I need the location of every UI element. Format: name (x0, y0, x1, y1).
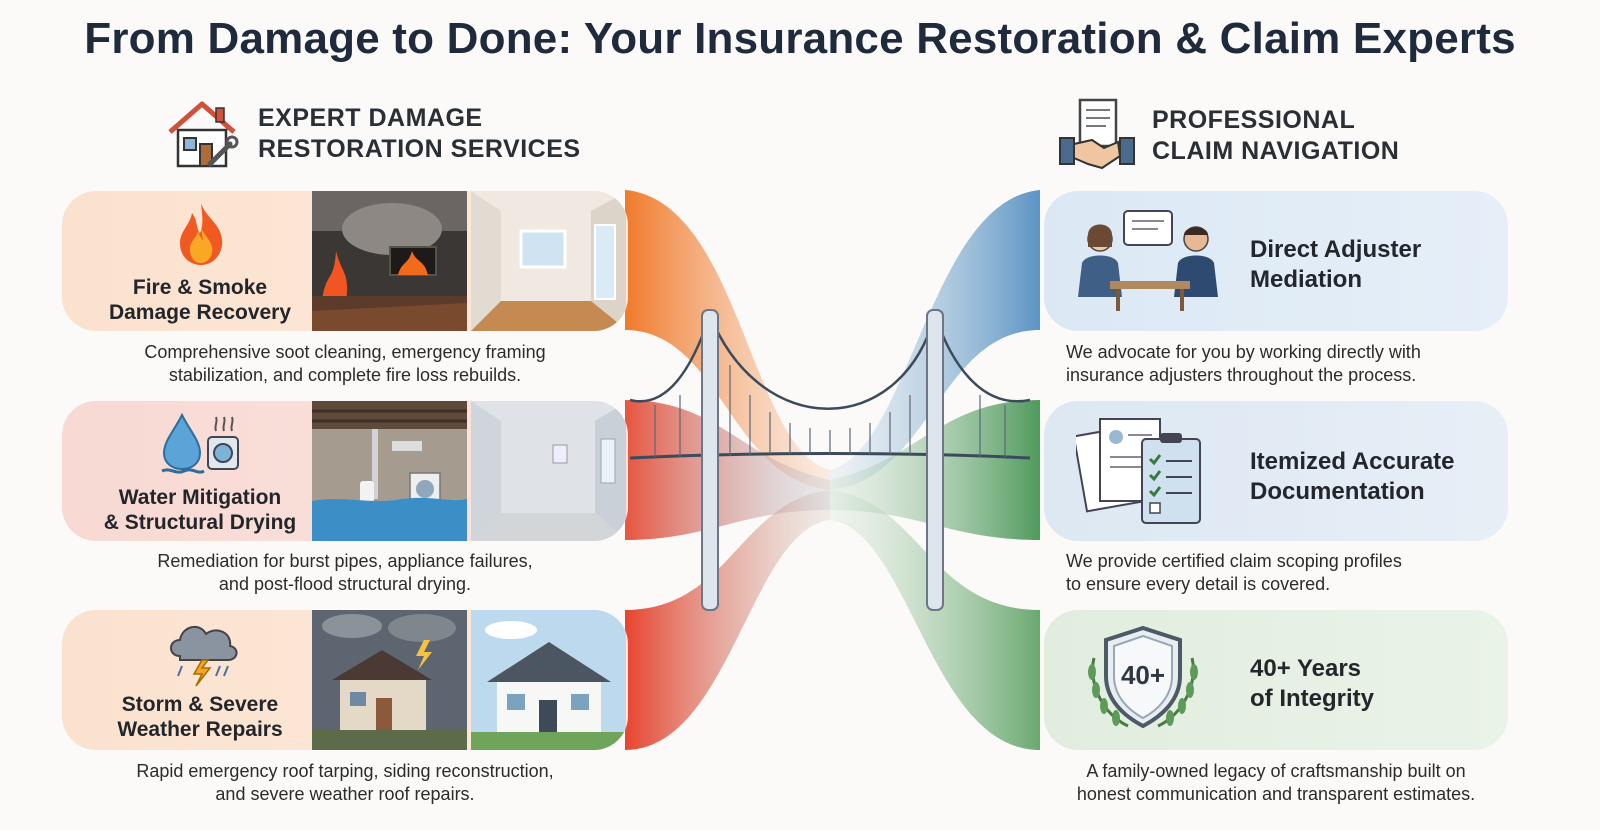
claim-card-integrity[interactable]: 40+ 40+ Years of Integrity (1044, 610, 1508, 750)
left-section-header: EXPERT DAMAGE RESTORATION SERVICES (164, 98, 581, 170)
service-card-fire[interactable]: Fire & Smoke Damage Recovery (62, 191, 628, 331)
right-section-header: PROFESSIONAL CLAIM NAVIGATION (1058, 98, 1399, 174)
storm-restored-photo (471, 610, 626, 750)
right-heading-line2: CLAIM NAVIGATION (1152, 137, 1400, 165)
claim-card-adjuster[interactable]: Direct Adjuster Mediation (1044, 191, 1508, 331)
document-handshake-icon (1058, 98, 1136, 174)
page-title: From Damage to Done: Your Insurance Rest… (84, 14, 1516, 63)
left-heading-line2: RESTORATION SERVICES (258, 135, 581, 163)
service-card-storm[interactable]: Storm & Severe Weather Repairs (62, 610, 628, 750)
badge-years-text: 40+ (1120, 660, 1166, 690)
fire-damage-photo (312, 191, 467, 331)
water-restored-photo (471, 401, 626, 541)
documentation-card-description: We provide certified claim scoping profi… (1066, 551, 1402, 594)
house-repair-icon (164, 98, 240, 170)
shield-badge-icon: 40+ (1082, 622, 1204, 738)
fire-icon (172, 201, 230, 267)
storm-damage-photo (312, 610, 467, 750)
fire-card-label: Fire & Smoke Damage Recovery (108, 276, 292, 324)
service-card-water[interactable]: Water Mitigation & Structural Drying (62, 401, 628, 541)
integrity-card-title: 40+ Years of Integrity (1250, 655, 1374, 712)
adjuster-card-description: We advocate for you by working directly … (1066, 342, 1421, 385)
storm-card-label: Storm & Severe Weather Repairs (117, 693, 283, 741)
fire-restored-photo (471, 191, 626, 331)
bridge-illustration (625, 190, 1040, 750)
documentation-card-title: Itemized Accurate Documentation (1250, 448, 1455, 505)
water-card-label: Water Mitigation & Structural Drying (103, 486, 297, 534)
integrity-card-description: A family-owned legacy of craftsmanship b… (1076, 761, 1476, 804)
water-drop-icon (160, 411, 242, 477)
left-heading-line1: EXPERT DAMAGE (258, 104, 483, 132)
right-heading-line1: PROFESSIONAL (1152, 106, 1356, 134)
water-damage-photo (312, 401, 467, 541)
clipboard-checklist-icon (1076, 413, 1206, 529)
storm-cloud-icon (164, 618, 240, 688)
adjuster-card-title: Direct Adjuster Mediation (1250, 236, 1422, 293)
meeting-icon (1060, 207, 1236, 315)
water-card-description: Remediation for burst pipes, appliance f… (157, 551, 533, 594)
claim-card-documentation[interactable]: Itemized Accurate Documentation (1044, 401, 1508, 541)
storm-card-description: Rapid emergency roof tarping, siding rec… (136, 761, 554, 804)
fire-card-description: Comprehensive soot cleaning, emergency f… (144, 342, 546, 385)
